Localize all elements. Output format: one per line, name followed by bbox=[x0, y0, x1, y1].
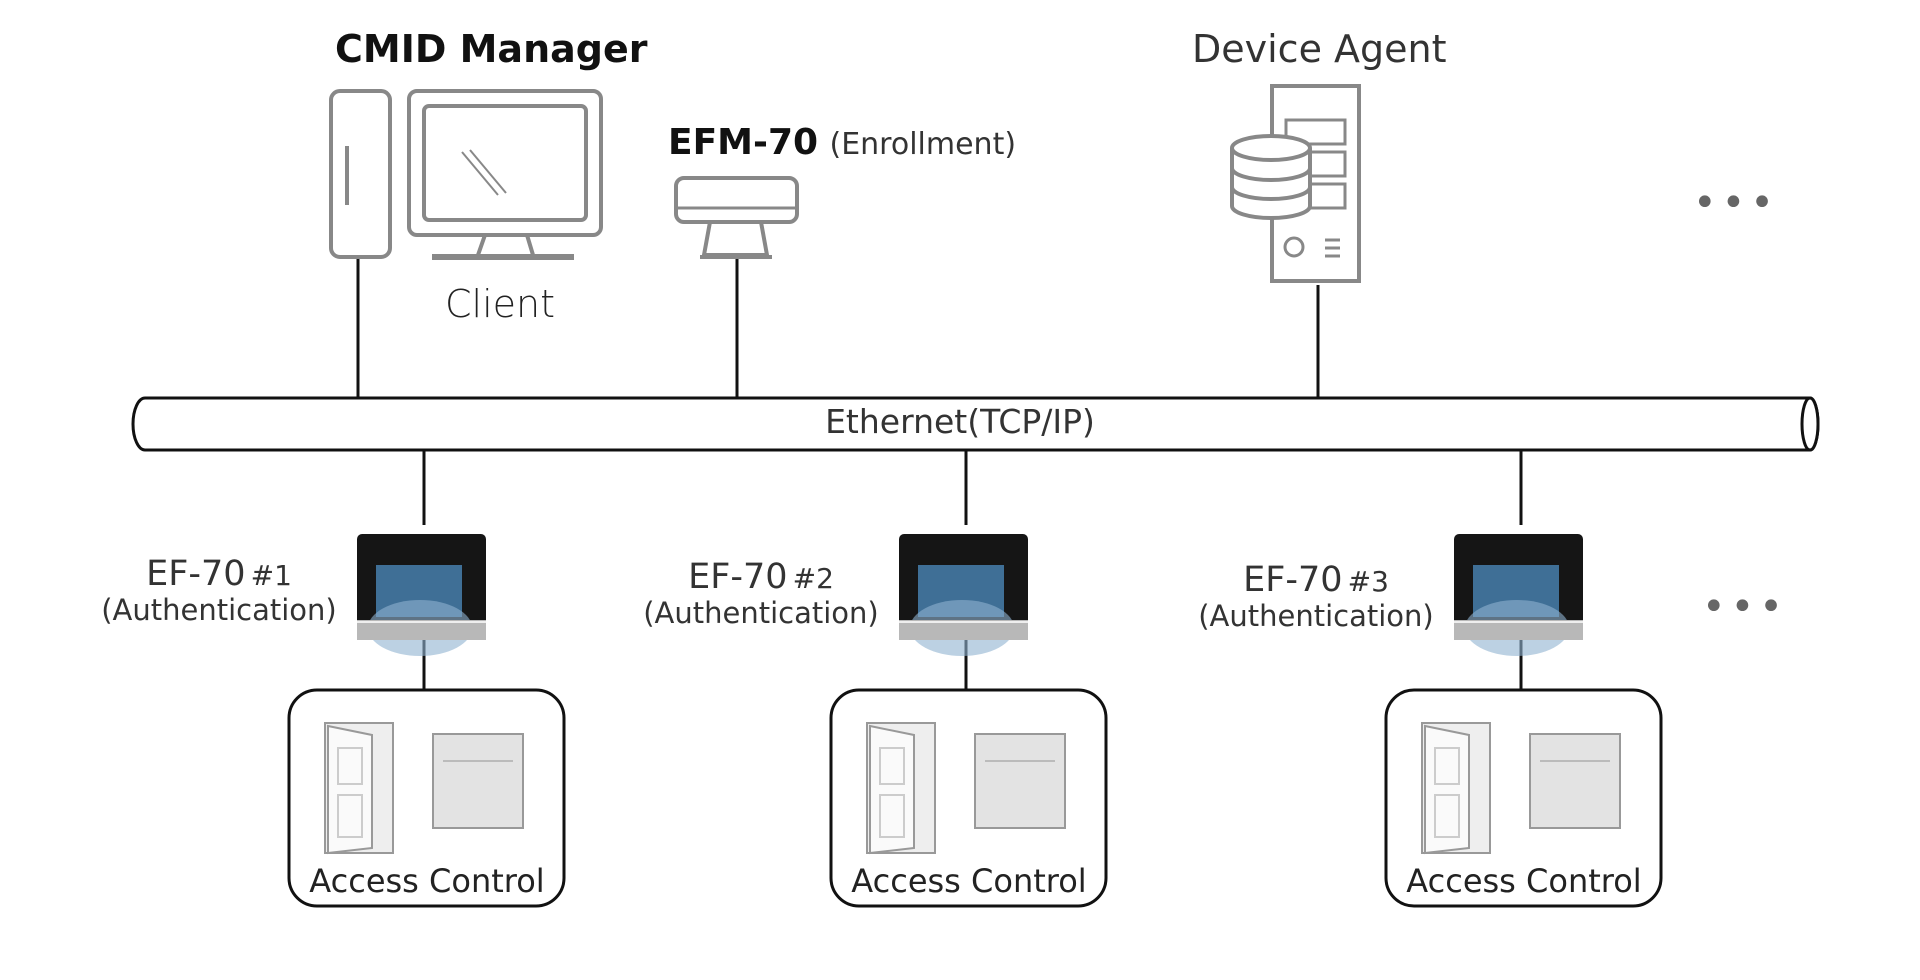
client-pc-icon bbox=[329, 89, 603, 260]
access-control-label-1: Access Control bbox=[309, 862, 545, 900]
door-icon bbox=[324, 722, 394, 855]
door-icon bbox=[866, 722, 936, 855]
terminal-number: #3 bbox=[1347, 565, 1389, 598]
connector-lines bbox=[356, 258, 1523, 690]
enrollment-label: EFM-70 (Enrollment) bbox=[668, 125, 1016, 161]
more-terminals: ••• bbox=[1702, 584, 1788, 630]
access-control-box-1 bbox=[287, 688, 566, 908]
server-icon bbox=[1230, 84, 1361, 283]
client-label: Client bbox=[445, 282, 556, 326]
database-icon bbox=[1230, 134, 1312, 220]
terminal-icon-2 bbox=[899, 534, 1028, 656]
ethernet-bus bbox=[131, 396, 1820, 452]
terminal-role: (Authentication) bbox=[1198, 599, 1434, 634]
terminal-name: EF-70 bbox=[688, 557, 788, 597]
device-agent-title: Device Agent bbox=[1192, 27, 1447, 71]
cmid-manager-title: CMID Manager bbox=[335, 27, 648, 71]
door-icon bbox=[1421, 722, 1491, 855]
access-control-box-3 bbox=[1384, 688, 1663, 908]
ethernet-label: Ethernet(TCP/IP) bbox=[825, 402, 1095, 441]
enrollment-device-icon bbox=[674, 176, 799, 259]
terminal-number: #2 bbox=[792, 562, 834, 595]
access-control-label-3: Access Control bbox=[1406, 862, 1642, 900]
terminal-label-1: EF-70 #1 (Authentication) bbox=[88, 554, 350, 628]
terminal-name: EF-70 bbox=[1243, 560, 1343, 600]
access-control-label-2: Access Control bbox=[851, 862, 1087, 900]
control-cabinet-icon bbox=[974, 733, 1066, 829]
enrollment-role: (Enrollment) bbox=[829, 127, 1017, 162]
control-cabinet-icon bbox=[1529, 733, 1621, 829]
terminal-label-3: EF-70 #3 (Authentication) bbox=[1185, 560, 1447, 634]
terminal-label-2: EF-70 #2 (Authentication) bbox=[630, 557, 892, 631]
terminal-name: EF-70 bbox=[146, 554, 246, 594]
terminal-role: (Authentication) bbox=[101, 593, 337, 628]
control-cabinet-icon bbox=[432, 733, 524, 829]
terminal-number: #1 bbox=[250, 559, 292, 592]
enrollment-model: EFM-70 bbox=[668, 122, 819, 163]
terminal-icon-3 bbox=[1454, 534, 1583, 656]
access-control-box-2 bbox=[829, 688, 1108, 908]
terminal-role: (Authentication) bbox=[643, 596, 879, 631]
terminal-icon-1 bbox=[357, 534, 486, 656]
more-devices-top: ••• bbox=[1693, 180, 1779, 226]
